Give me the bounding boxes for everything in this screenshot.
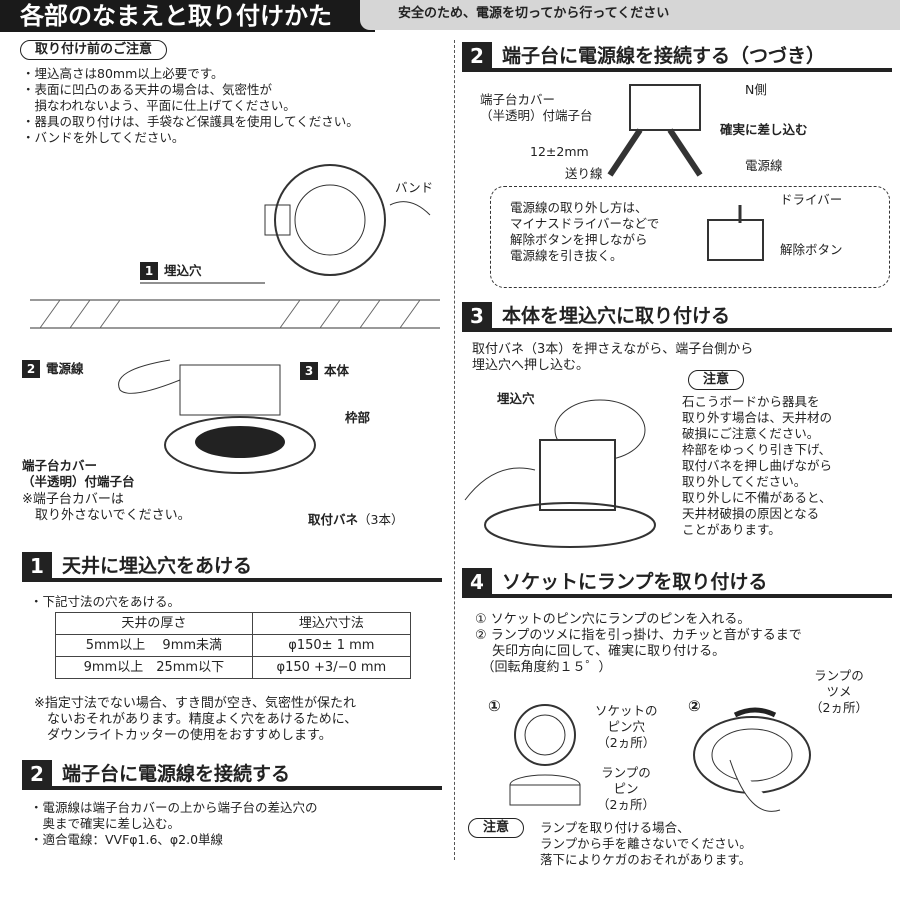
note-item: ・埋込高さは80mm以上必要です。 [22, 66, 224, 81]
label-driver: ドライバー [780, 192, 843, 207]
s4-steps: ① ソケットのピン穴にランプのピンを入れる。② ランプのツメに指を引っ掛け、カチ… [475, 612, 802, 675]
note-item: ・器具の取り付けは、手袋など保護具を使用してください。 [22, 114, 359, 129]
label-feed-wire: 送り線 [565, 166, 603, 181]
label-terminal-cover: 端子台カバー （半透明）付端子台 [22, 458, 135, 489]
label-terminal-cover-2: 端子台カバー（半透明）付端子台 [480, 92, 593, 123]
column-divider [454, 40, 455, 860]
release-illustration [707, 205, 764, 261]
label-pin: ランプのピン（2ヵ所） [597, 765, 655, 812]
s1-intro: ・下記寸法の穴をあける。 [30, 594, 181, 609]
label-insert: 確実に差し込む [720, 122, 808, 137]
s3-caution-text: 石こうボードから器具を取り外す場合は、天井材の破損にご注意ください。枠部をゆっく… [682, 394, 833, 537]
fig-2-marker: ② [688, 697, 701, 715]
s2-items: ・電源線は端子台カバーの上から端子台の差込穴の 奥まで確実に差し込む。・適合電線… [30, 800, 318, 847]
label-pin-hole: ソケットのピン穴（2ヵ所） [595, 703, 658, 750]
label-hole: 1 埋込穴 [140, 262, 202, 280]
cover-note: ※端子台カバーは 取り外さないでください。 [22, 492, 191, 523]
s1-note: ※指定寸法でない場合、すき間が空き、気密性が保たれ ないおそれがあります。精度よ… [34, 696, 358, 743]
socket-illustration [509, 704, 581, 806]
removal-box [490, 186, 890, 288]
note-item: ・表面に凹凸のある天井の場合は、気密性が [22, 82, 273, 97]
label-band: バンド [395, 180, 434, 195]
terminal-illustration [607, 84, 703, 177]
body-install-illustration [464, 399, 656, 548]
label-frame: 枠部 [345, 410, 371, 425]
s4-caution-label: 注意 [468, 818, 525, 838]
pre-install-notes: ・埋込高さは80mm以上必要です。 ・表面に凹凸のある天井の場合は、気密性が 損… [22, 66, 359, 146]
table-header: 埋込穴寸法 [251, 612, 412, 635]
label-power-wire: 電源線 [745, 158, 783, 173]
s4-caution-text: ランプを取り付ける場合、ランプから手を離さないでください。落下によりケガのおそれ… [540, 820, 752, 867]
s3-intro: 取付バネ（3本）を押さえながら、端子台側から埋込穴へ押し込む。 [472, 342, 754, 373]
label-spring: 取付バネ（3本） [308, 512, 404, 527]
label-wire: 2 電源線 [22, 360, 84, 378]
table-header: 天井の厚さ [55, 612, 253, 635]
s3-caution-label: 注意 [688, 370, 745, 390]
page-title: 各部のなまえと取り付けかた [0, 0, 375, 32]
note-item: ・バンドを外してください。 [22, 130, 185, 145]
label-strip-length: 12±2mm [530, 144, 589, 159]
label-body: 3 本体 [300, 362, 349, 380]
removal-text: 電源線の取り外し方は、マイナスドライバーなどで解除ボタンを押しながら電源線を引き… [510, 200, 660, 263]
fig-1-marker: ① [488, 697, 501, 715]
label-release-button: 解除ボタン [780, 242, 843, 257]
safety-notice: 安全のため、電源を切ってから行ってください [360, 0, 900, 30]
parts-illustration [30, 164, 440, 474]
label-hole-2: 埋込穴 [497, 391, 535, 406]
label-claw: ランプのツメ（2ヵ所） [810, 668, 868, 715]
lamp-rotate-illustration [693, 707, 811, 812]
label-n-side: N側 [745, 82, 767, 97]
note-item: 損なわれないよう、平面に仕上げてください。 [22, 98, 296, 113]
pre-install-notes-label: 取り付け前のご注意 [20, 40, 168, 60]
